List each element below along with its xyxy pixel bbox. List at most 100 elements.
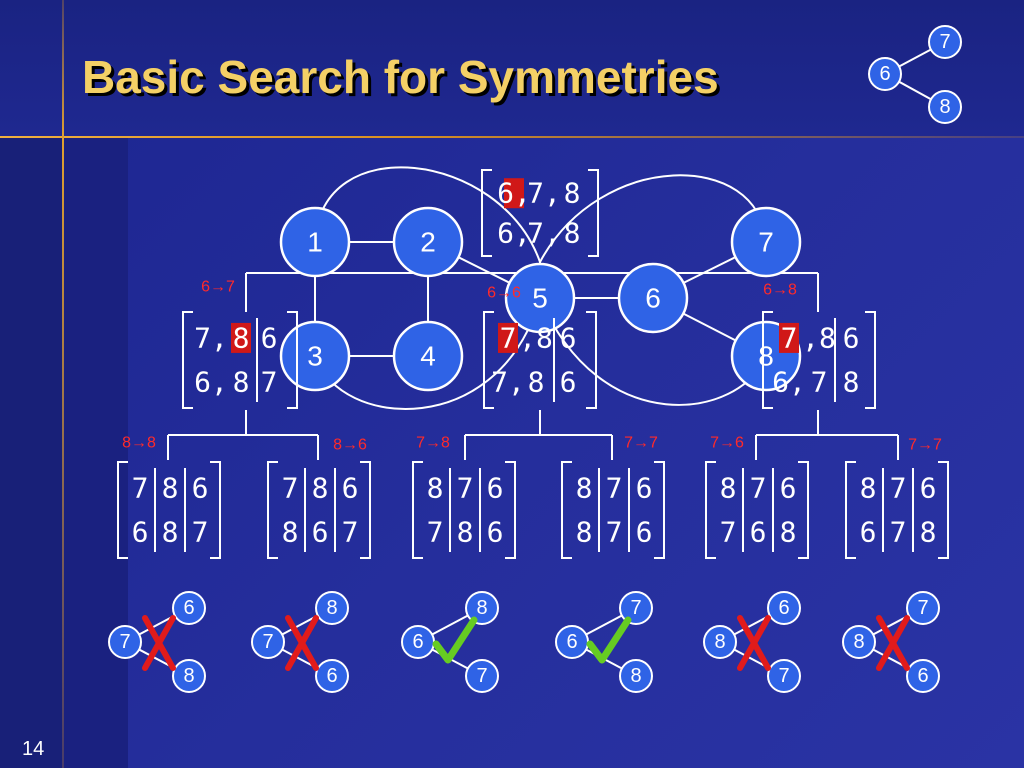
leaf-node: 7 — [906, 591, 940, 625]
node-label: 7 — [758, 227, 774, 258]
check-mark-icon — [432, 616, 478, 664]
leaf-node: 6 — [172, 591, 206, 625]
matrix-bracket-right — [287, 311, 298, 409]
leaf-node: 7 — [619, 591, 653, 625]
leaf-graph: 8 6 7 — [703, 591, 801, 693]
matrix-cell: 6 — [261, 321, 278, 354]
graph-node-3: 3 — [279, 320, 351, 392]
node-label: 5 — [532, 283, 548, 314]
leaf-graph: 786 — [251, 591, 349, 693]
matrix-bracket-right — [586, 311, 597, 409]
matrix-cell: 7 — [811, 366, 828, 399]
matrix-cell: 8 — [780, 516, 797, 549]
graph-node-2: 2 — [392, 206, 464, 278]
node-label: 6 — [879, 63, 890, 85]
matrix-cell: 6, — [194, 366, 228, 399]
matrix-bracket-left — [845, 461, 856, 559]
branch-label: 8→8 — [122, 435, 156, 452]
corner-node-center: 6 — [868, 57, 902, 91]
leaf-graph: 7 6 8 — [108, 591, 206, 693]
node-label: 8 — [714, 631, 725, 653]
matrix-bracket-left — [762, 311, 773, 409]
matrix-bracket-left — [182, 311, 193, 409]
matrix-bracket-right — [588, 169, 599, 257]
matrix-cell: 7 — [781, 321, 798, 354]
matrix-cell: 8 — [427, 471, 444, 504]
matrix-cell: 6 — [132, 516, 149, 549]
matrix-cell: 7 — [132, 471, 149, 504]
matrix-bracket-right — [505, 461, 516, 559]
node-label: 6 — [412, 631, 423, 653]
matrix-cell: 7, — [194, 321, 228, 354]
graph-node-4: 4 — [392, 320, 464, 392]
node-label: 7 — [119, 631, 130, 653]
cross-mark-icon — [876, 615, 910, 671]
matrix-cell: ,8 — [802, 321, 836, 354]
leaf-node: 8 — [172, 659, 206, 693]
graph-node-1: 1 — [279, 206, 351, 278]
matrix-cell: 6 — [843, 321, 860, 354]
branch-label: 6→7 — [201, 279, 235, 296]
matrix-cell: 8 — [457, 516, 474, 549]
node-label: 7 — [917, 597, 928, 619]
matrix-cell: 8 — [162, 471, 179, 504]
leaf-node: 6 — [906, 659, 940, 693]
matrix-cell: 7 — [750, 471, 767, 504]
branch-label: 7→7 — [908, 437, 942, 454]
matrix-bracket-right — [360, 461, 371, 559]
matrix-cell: 6 — [780, 471, 797, 504]
leaf-node: 7 — [767, 659, 801, 693]
gold-vertical-rule — [62, 0, 64, 768]
matrix-cell: 6, — [772, 366, 806, 399]
node-label: 4 — [420, 341, 436, 372]
node-label: 6 — [778, 597, 789, 619]
node-label: 7 — [939, 31, 950, 53]
leaf-node: 8 — [619, 659, 653, 693]
branch-labels: 6→7 6→6 6→8 8→8 8→6 7→8 7→7 7→6 7→7 — [122, 279, 942, 454]
matrix-highlight — [504, 178, 524, 209]
matrix-cell: 6 — [342, 471, 359, 504]
matrix-bracket-right — [938, 461, 949, 559]
node-label: 6 — [917, 665, 928, 687]
matrix-cell: 6 — [560, 366, 577, 399]
matrix-cell: 7, — [491, 366, 525, 399]
matrix-bracket-right — [654, 461, 665, 559]
node-label: 7 — [262, 631, 273, 653]
matrix-cell: 8 — [920, 516, 937, 549]
matrix-bracket-left — [267, 461, 278, 559]
matrix-cell: 8 — [576, 471, 593, 504]
matrix-bracket-left — [561, 461, 572, 559]
matrix-cell: 7 — [261, 366, 278, 399]
matrix-cell: 8 — [528, 366, 545, 399]
node-label: 8 — [939, 96, 950, 118]
matrix-bracket-right — [798, 461, 809, 559]
cross-mark-icon — [285, 615, 319, 671]
matrix-cell: 6 — [860, 516, 877, 549]
leaf-node: 6 — [555, 625, 589, 659]
matrix-bracket-right — [210, 461, 221, 559]
matrix-cell: 8 — [564, 177, 581, 210]
graph-node-7: 7 — [730, 206, 802, 278]
node-label: 3 — [307, 341, 323, 372]
branch-label: 7→8 — [416, 435, 450, 452]
node-label: 7 — [476, 665, 487, 687]
matrix-highlight — [231, 322, 251, 353]
matrix-bracket-right — [865, 311, 876, 409]
matrix-cell: 8 — [282, 516, 299, 549]
matrix-cell: 6 — [750, 516, 767, 549]
graph-node-5: 5 — [504, 262, 576, 334]
matrix-cell: 6 — [560, 321, 577, 354]
node-label: 8 — [853, 631, 864, 653]
matrix-cell: 7 — [606, 471, 623, 504]
matrix-cell: 8 — [564, 216, 581, 249]
matrix-cell: 7, — [527, 177, 561, 210]
